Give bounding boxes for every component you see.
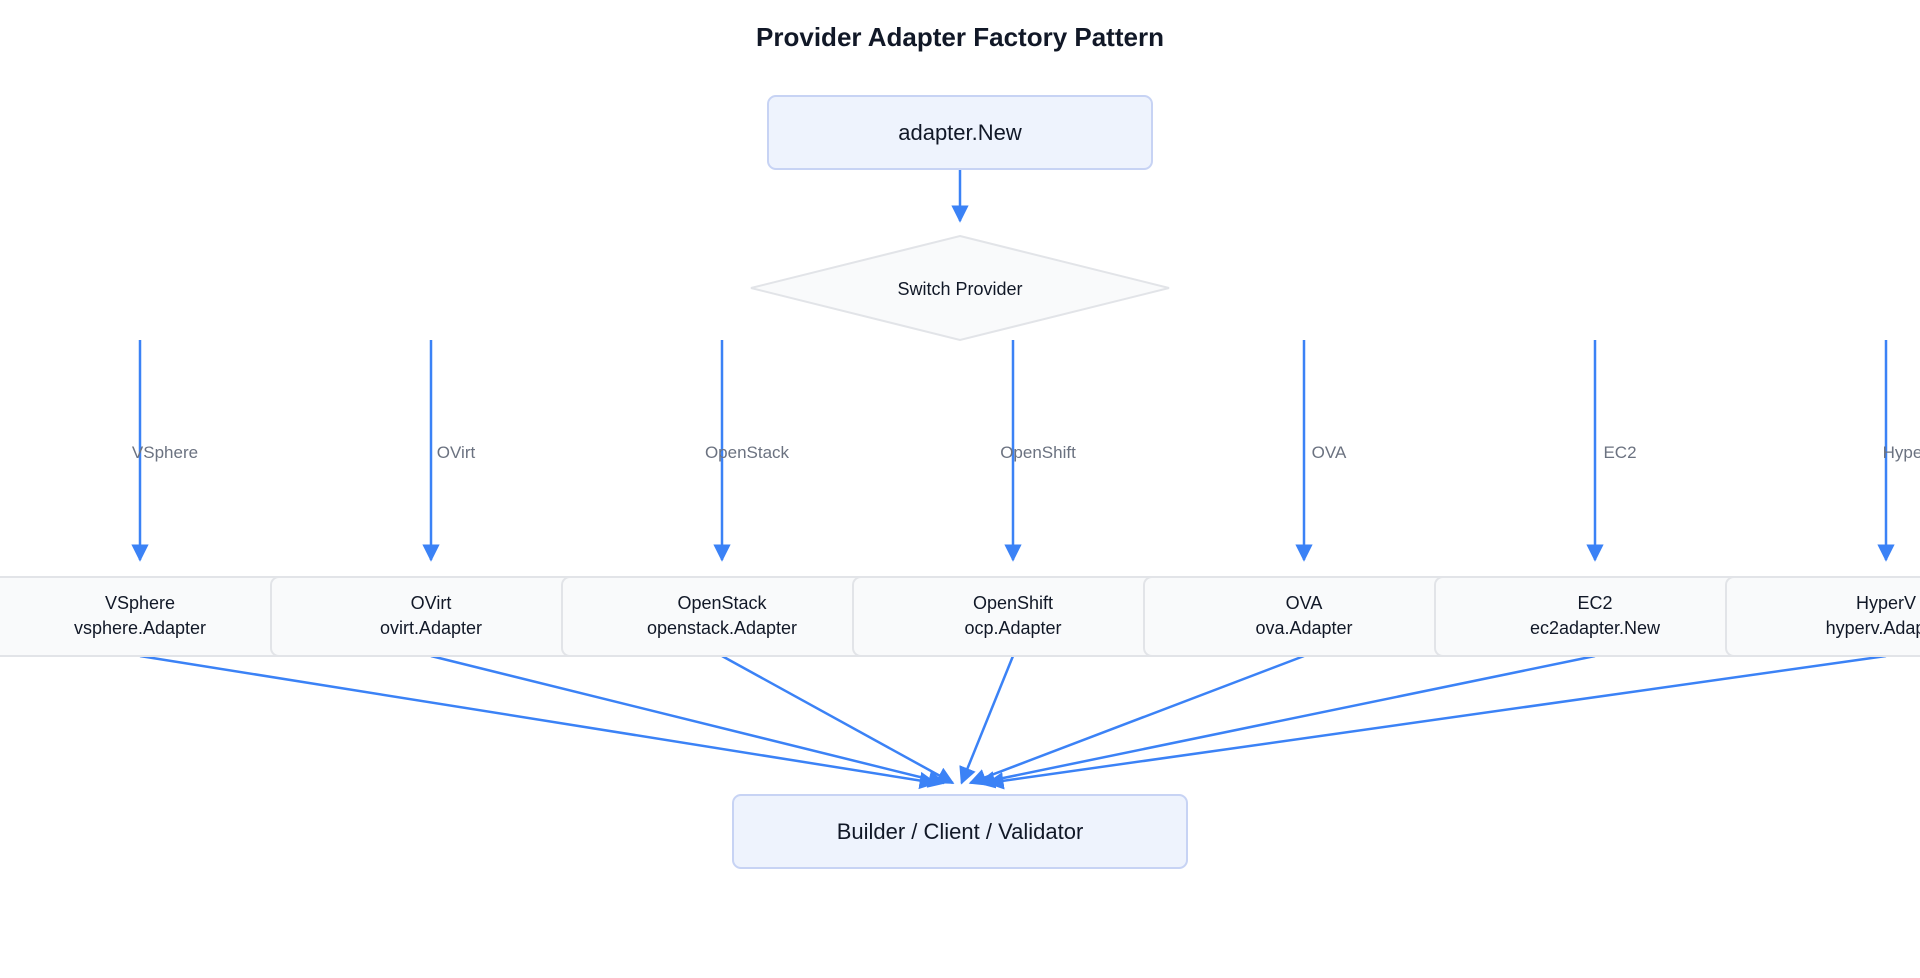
edge-vsphere-to-target (139, 654, 938, 790)
provider-node-hyperv: HyperV hyperv.Adapter (1725, 576, 1920, 657)
edge-label-vsphere: VSphere (132, 443, 198, 462)
entry-node-label: adapter.New (898, 120, 1022, 145)
edge-label-ec2: EC2 (1603, 443, 1636, 462)
provider-adapter: ocp.Adapter (964, 618, 1061, 638)
provider-node-vsphere: VSphere vsphere.Adapter (0, 576, 301, 657)
edge-ec2-to-target (977, 654, 1596, 789)
edge-label-openshift: OpenShift (1000, 443, 1076, 462)
provider-name: OpenStack (677, 593, 767, 613)
provider-node-ec2: EC2 ec2adapter.New (1434, 576, 1756, 657)
target-node-label: Builder / Client / Validator (837, 819, 1084, 844)
provider-node-ovirt: OVirt ovirt.Adapter (270, 576, 592, 657)
provider-node-openstack: OpenStack openstack.Adapter (561, 576, 883, 657)
decision-node: Switch Provider (750, 234, 1170, 342)
entry-node: adapter.New (767, 95, 1153, 170)
edge-openshift-to-target (959, 655, 1015, 785)
provider-adapter: ovirt.Adapter (380, 618, 482, 638)
provider-name: HyperV (1856, 593, 1916, 613)
provider-node-openshift: OpenShift ocp.Adapter (852, 576, 1174, 657)
edge-label-ova: OVA (1312, 443, 1347, 462)
edge-label-hyperv: HyperV (1883, 443, 1920, 462)
diagram-title: Provider Adapter Factory Pattern (756, 22, 1164, 52)
provider-name: OVirt (411, 593, 452, 613)
target-node: Builder / Client / Validator (732, 794, 1188, 869)
edge-openstack-to-target (721, 654, 955, 785)
provider-name: VSphere (105, 593, 175, 613)
provider-name: EC2 (1577, 593, 1612, 613)
provider-adapter: openstack.Adapter (647, 618, 797, 638)
provider-name: OpenShift (973, 593, 1053, 613)
edge-hyperv-to-target (986, 654, 1887, 790)
provider-adapter: vsphere.Adapter (74, 618, 206, 638)
edge-ovirt-to-target (430, 654, 946, 788)
provider-adapter: ova.Adapter (1255, 618, 1352, 638)
decision-node-label: Switch Provider (897, 279, 1022, 299)
provider-name: OVA (1286, 593, 1323, 613)
edge-label-ovirt: OVirt (437, 443, 476, 462)
provider-adapter: ec2adapter.New (1530, 618, 1661, 638)
provider-adapter: hyperv.Adapter (1826, 618, 1920, 638)
provider-nodes: VSphere vsphere.Adapter OVirt ovirt.Adapter… (0, 576, 1920, 657)
provider-node-ova: OVA ova.Adapter (1143, 576, 1465, 657)
edge-ova-to-target (968, 654, 1305, 786)
edge-label-openstack: OpenStack (705, 443, 790, 462)
